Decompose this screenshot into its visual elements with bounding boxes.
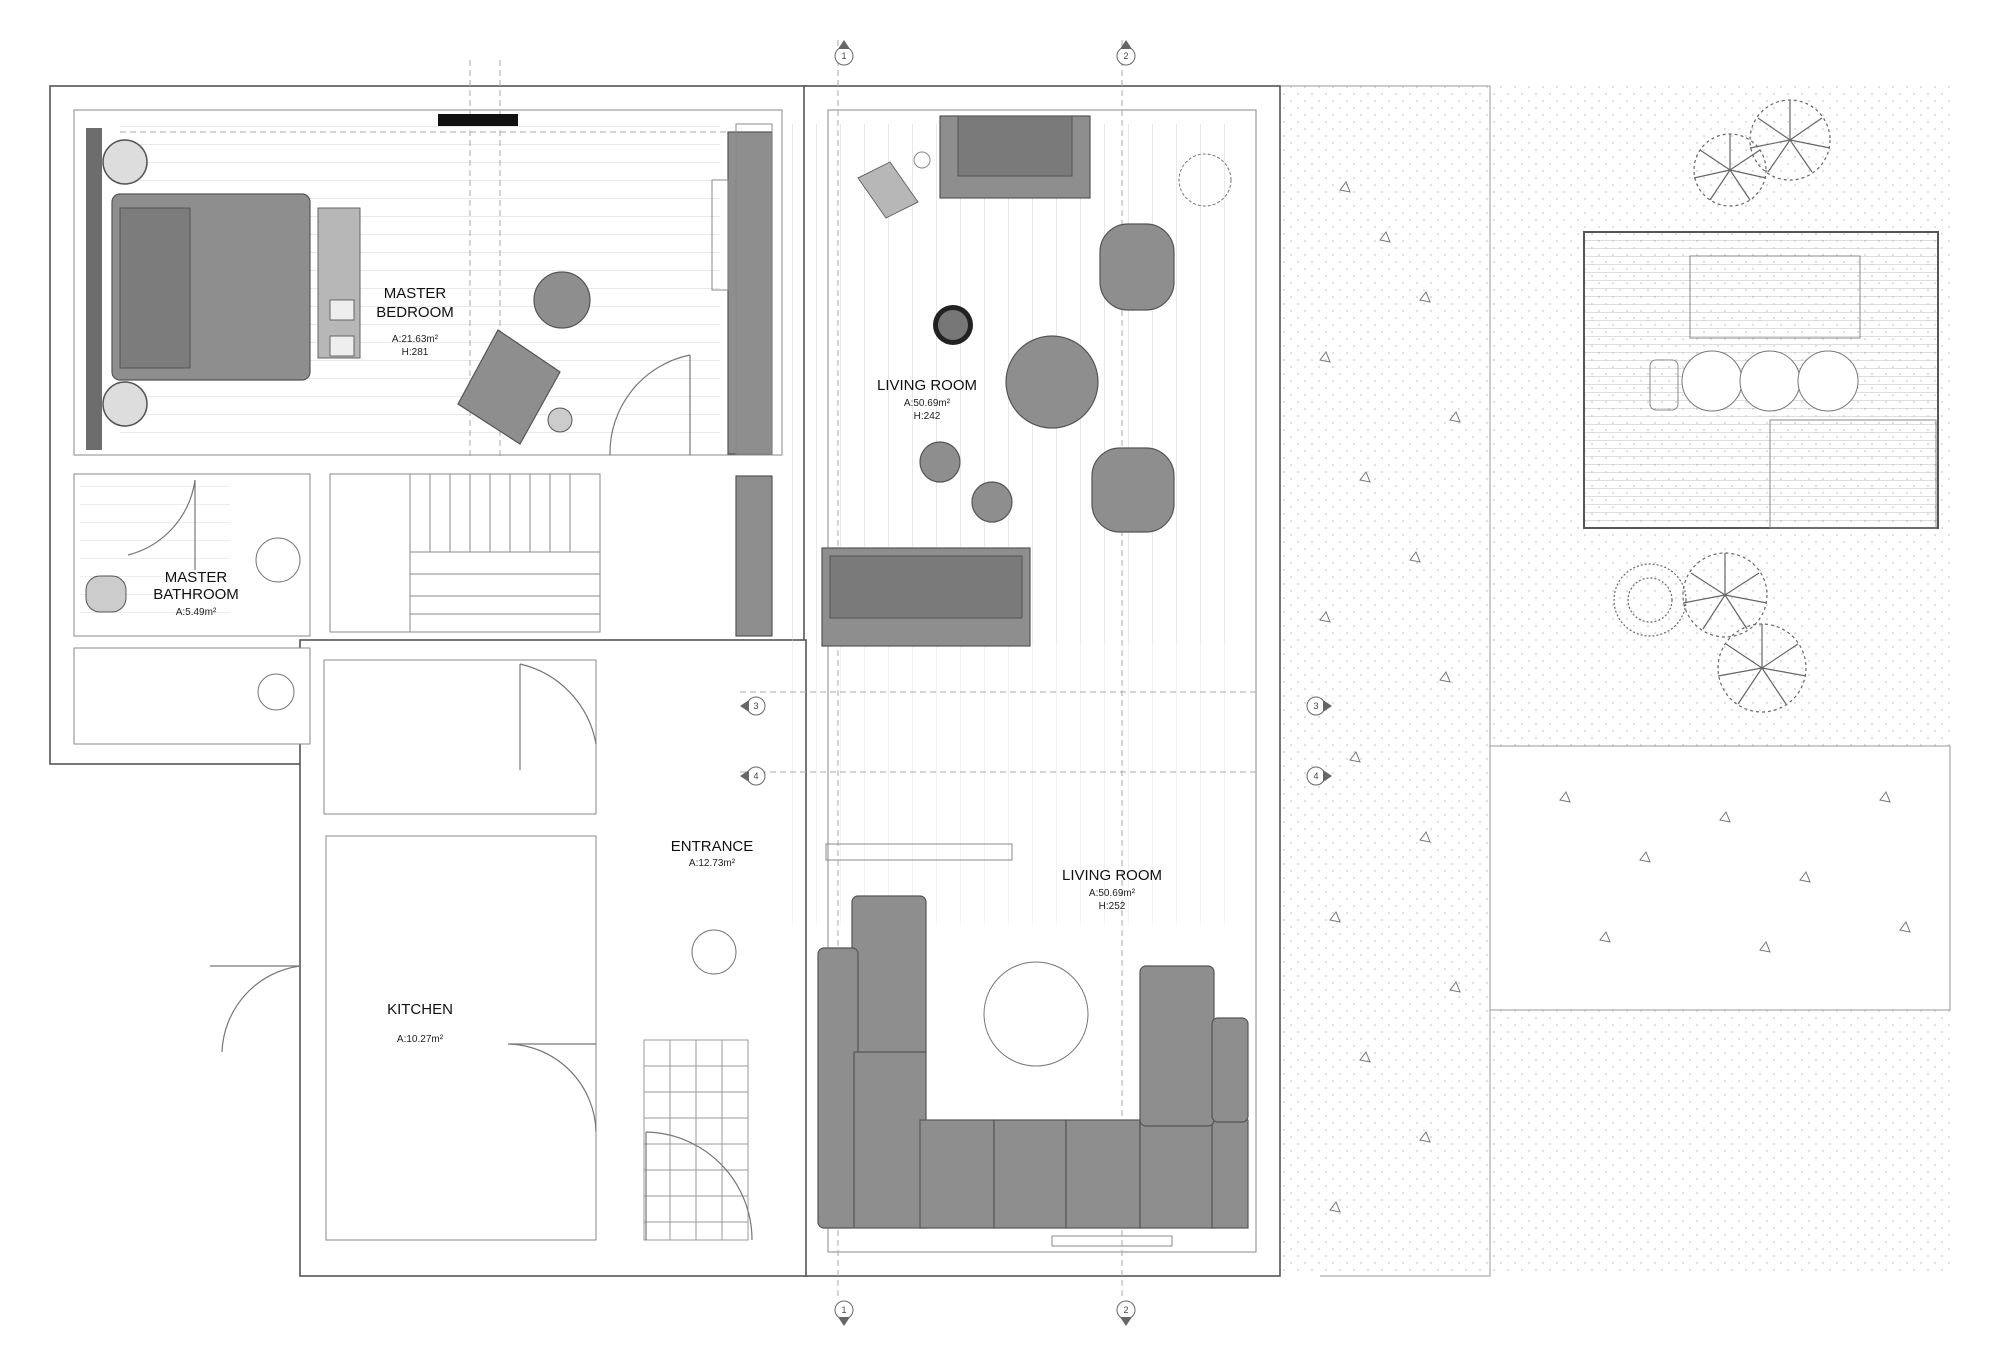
living-room-south-area: A:50.69m²	[1089, 888, 1136, 899]
living-room-north-height: H:242	[914, 411, 941, 422]
room-label-master-bedroom: MASTER BEDROOM A:21.63m² H:281	[376, 285, 454, 358]
svg-text:2: 2	[1123, 51, 1128, 61]
living-room-north-name: LIVING ROOM	[877, 377, 977, 394]
svg-text:3: 3	[753, 701, 758, 711]
master-bedroom-area: A:21.63m²	[392, 334, 439, 345]
master-bedroom-name-line1: MASTER	[384, 285, 447, 302]
floor-boards	[80, 124, 1244, 924]
bathroom-fixtures	[85, 537, 301, 711]
axis-marker-top-1: 1	[834, 40, 854, 66]
axis-marker-top-2: 2	[1116, 40, 1136, 66]
svg-text:1: 1	[841, 1305, 846, 1315]
kitchen-name: KITCHEN	[387, 1001, 453, 1018]
axis-marker-right-3: 3	[1306, 696, 1332, 716]
garden-deck	[1583, 231, 1939, 529]
master-bathroom-name-line2: BATHROOM	[153, 586, 239, 603]
svg-text:1: 1	[841, 51, 846, 61]
svg-text:4: 4	[1313, 771, 1318, 781]
master-bedroom-furniture	[86, 114, 773, 455]
master-bathroom-area: A:5.49m²	[176, 607, 217, 618]
entrance-area: A:12.73m²	[689, 858, 736, 869]
kitchen-area: A:10.27m²	[397, 1034, 444, 1045]
doors	[127, 354, 753, 1241]
entrance-tiles	[643, 1039, 749, 1241]
axis-marker-left-3: 3	[740, 696, 766, 716]
axis-marker-right-4: 4	[1306, 766, 1332, 786]
living-room-south-furniture	[691, 843, 1249, 1247]
axis-marker-left-4: 4	[740, 766, 766, 786]
living-room-south-height: H:252	[1099, 901, 1126, 912]
svg-text:2: 2	[1123, 1305, 1128, 1315]
garden-plant-marks	[1319, 180, 1911, 1213]
entrance-name: ENTRANCE	[671, 838, 754, 855]
svg-text:4: 4	[753, 771, 758, 781]
living-room-south-name: LIVING ROOM	[1062, 867, 1162, 884]
room-label-living-room-south: LIVING ROOM A:50.69m² H:252	[1062, 867, 1162, 912]
master-bathroom-name-line1: MASTER	[165, 569, 228, 586]
axis-markers: 1 2 1 2 3 4 3	[740, 40, 1332, 1326]
master-bedroom-name-line2: BEDROOM	[376, 304, 454, 321]
living-room-north-area: A:50.69m²	[904, 398, 951, 409]
axis-marker-bottom-2: 2	[1116, 1300, 1136, 1326]
living-room-north-furniture	[735, 115, 1232, 647]
staircase	[409, 474, 600, 632]
master-bedroom-height: H:281	[402, 347, 429, 358]
room-label-entrance: ENTRANCE A:12.73m²	[671, 838, 754, 869]
room-label-kitchen: KITCHEN A:10.27m²	[387, 1001, 453, 1045]
room-label-living-room-north: LIVING ROOM A:50.69m² H:242	[877, 377, 977, 422]
axis-marker-bottom-1: 1	[834, 1300, 854, 1326]
room-label-master-bathroom: MASTER BATHROOM A:5.49m²	[153, 569, 239, 618]
svg-text:3: 3	[1313, 701, 1318, 711]
